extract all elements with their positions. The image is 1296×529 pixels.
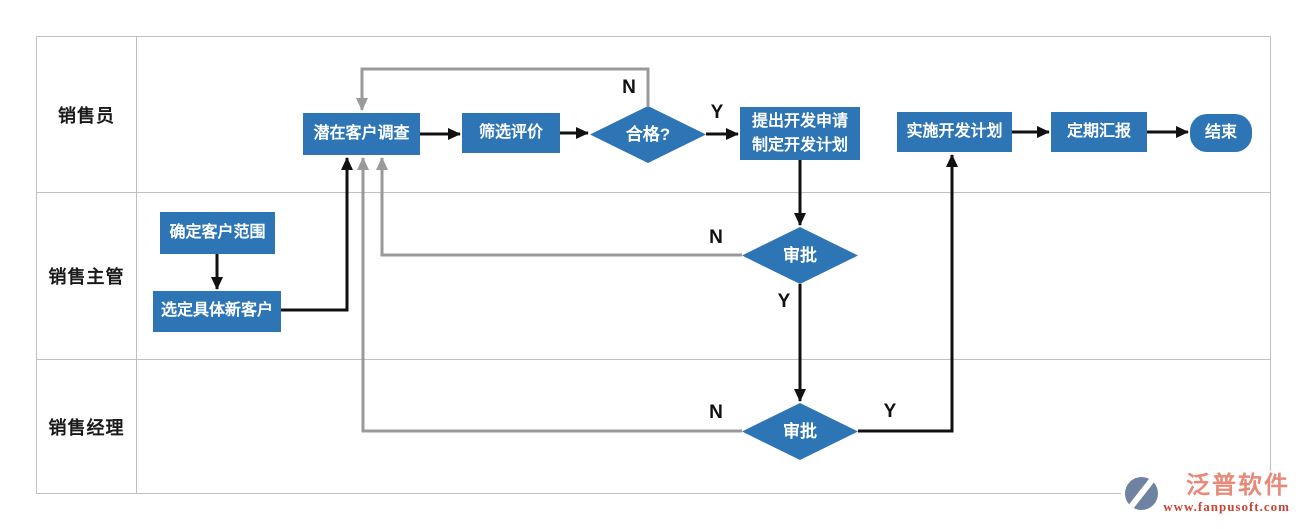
edge-label-manager-approval-yes: Y: [883, 401, 897, 422]
edge-label-manager-approval-no: N: [709, 402, 723, 423]
edge-label-qualified-yes: Y: [710, 102, 724, 123]
node-screening-evaluation: 筛选评价: [462, 113, 560, 153]
node-potential-customer-survey: 潜在客户调查: [303, 113, 420, 155]
lane-label-sales-supervisor: 销售主管: [37, 193, 137, 359]
node-select-new-customers: 选定具体新客户: [153, 291, 281, 332]
node-end-terminator: 结束: [1190, 114, 1252, 152]
fanpu-brand-name: 泛普软件: [1186, 472, 1290, 499]
fanpu-logo-icon: [1125, 477, 1159, 510]
edge-label-supervisor-approval-no: N: [709, 227, 723, 248]
lane-label-salesperson: 销售员: [37, 37, 137, 192]
lane-sales-manager: 销售经理: [37, 359, 1270, 493]
lane-sales-supervisor: 销售主管: [37, 192, 1270, 359]
fanpu-logo: 泛普软件 www.fanpusoft.com: [1121, 471, 1292, 516]
node-development-application-plan: 提出开发申请 制定开发计划: [740, 107, 860, 160]
edge-label-supervisor-approval-yes: Y: [777, 291, 791, 312]
node-implement-development-plan: 实施开发计划: [897, 112, 1012, 152]
fanpu-website-url: www.fanpusoft.com: [1163, 499, 1290, 514]
edge-label-qualified-no: N: [622, 77, 636, 98]
lane-salesperson: 销售员: [37, 37, 1270, 192]
node-determine-customer-scope: 确定客户范围: [160, 212, 275, 254]
node-regular-report: 定期汇报: [1051, 112, 1147, 152]
lane-label-sales-manager: 销售经理: [37, 360, 137, 493]
fanpu-logo-text: 泛普软件 www.fanpusoft.com: [1163, 472, 1290, 515]
